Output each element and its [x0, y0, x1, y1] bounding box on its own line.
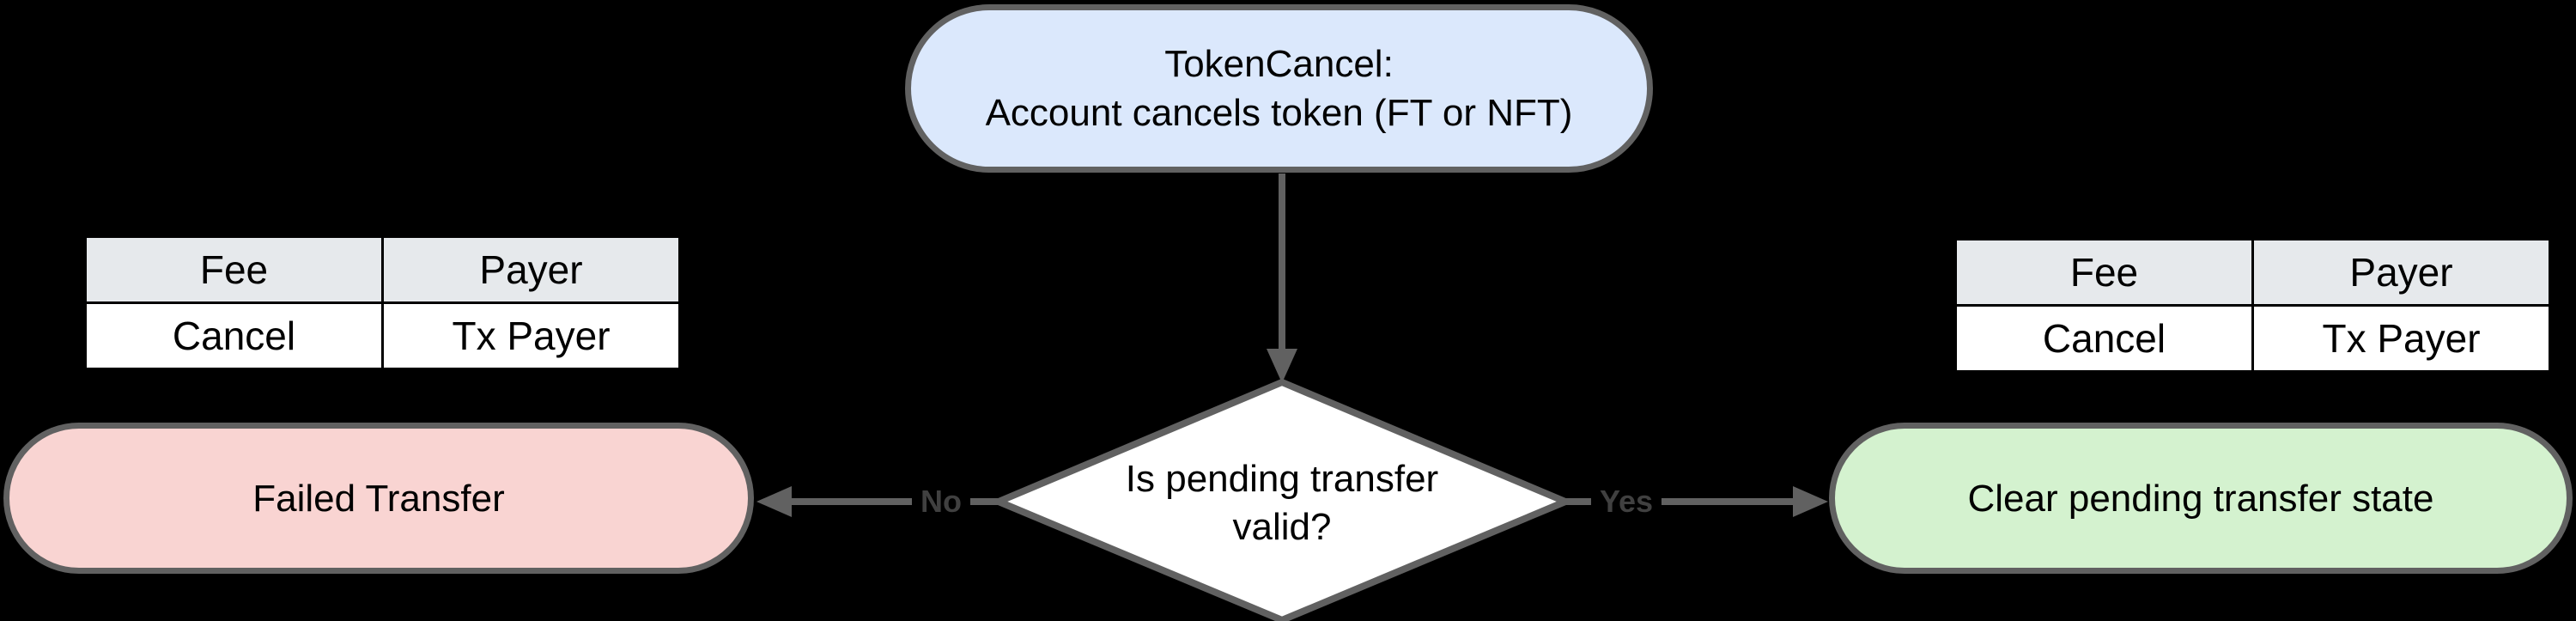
table-cell-payer-value: Tx Payer [2251, 304, 2551, 373]
fee-table-right: Fee Payer Cancel Tx Payer [1954, 238, 2551, 373]
table-row: Cancel Tx Payer [1954, 304, 2551, 373]
edge-label-yes: Yes [1590, 483, 1662, 521]
table-row: Cancel Tx Payer [84, 301, 681, 370]
fail-node: Failed Transfer [3, 423, 754, 574]
table-header-cell-fee: Fee [1954, 238, 2254, 307]
arrowhead-down-icon [1267, 349, 1297, 383]
fail-node-label: Failed Transfer [252, 477, 505, 520]
start-node: TokenCancel: Account cancels token (FT o… [905, 4, 1653, 173]
table-cell-fee-value: Cancel [1954, 304, 2254, 373]
success-node: Clear pending transfer state [1829, 423, 2573, 574]
fee-table-left: Fee Payer Cancel Tx Payer [84, 235, 681, 370]
start-node-line2: Account cancels token (FT or NFT) [985, 92, 1573, 134]
decision-node-line2: valid? [1232, 506, 1332, 548]
table-cell-fee-value: Cancel [84, 301, 384, 370]
table-header-cell-payer: Payer [381, 235, 681, 304]
table-header-row: Fee Payer [84, 235, 681, 304]
table-header-cell-payer: Payer [2251, 238, 2551, 307]
decision-node: Is pending transfer valid? [1126, 455, 1438, 551]
table-header-cell-fee: Fee [84, 235, 384, 304]
table-cell-payer-value: Tx Payer [381, 301, 681, 370]
table-header-row: Fee Payer [1954, 238, 2551, 307]
arrowhead-left-icon [756, 486, 792, 517]
success-node-label: Clear pending transfer state [1967, 477, 2434, 520]
arrowhead-right-icon [1793, 486, 1828, 517]
decision-node-line1: Is pending transfer [1125, 458, 1439, 500]
edge-label-no: No [912, 483, 970, 521]
start-node-line1: TokenCancel: [1164, 43, 1394, 85]
